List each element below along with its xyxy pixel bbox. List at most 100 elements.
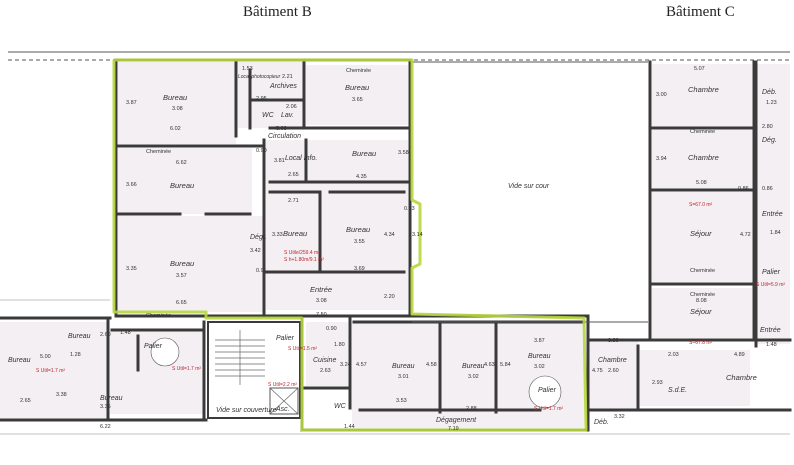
area-b-carrez: S h+1.80m/9.1 m² xyxy=(284,257,324,263)
num-bureau-left-b: 3.35 xyxy=(100,404,111,410)
area-c-sejour-1: S=67.0 m² xyxy=(689,202,713,208)
label-bureau-center-a: Bureau xyxy=(283,229,308,238)
bureau-top-left-area xyxy=(118,62,236,144)
dim: 4.63 xyxy=(484,362,495,368)
building-c-heading: Bâtiment C xyxy=(666,4,735,20)
label-local-info: Local Info. xyxy=(285,155,317,162)
dim: 3.32 xyxy=(614,414,625,420)
spiral-stair-bottom xyxy=(528,375,562,409)
dim: 7.19 xyxy=(448,426,459,432)
dim: 6.65 xyxy=(176,300,187,306)
label-wc-bottom: WC xyxy=(334,403,347,410)
label-entree-c2: Entrée xyxy=(760,327,781,334)
label-cheminee-6: Cheminée xyxy=(690,292,715,298)
dim: 2.88 xyxy=(466,406,477,412)
dim: 1.44 xyxy=(344,424,355,430)
label-bureau-bottom-3: Bureau xyxy=(528,353,551,360)
sejour-2-area xyxy=(652,288,752,338)
label-vide-sur-cour: Vide sur cour xyxy=(508,183,550,190)
dim: 1.80 xyxy=(334,342,345,348)
dim: 3.35 xyxy=(126,266,137,272)
dim: 2.21 xyxy=(282,74,293,80)
area-asc-util: S Util=2.2 m² xyxy=(268,382,297,388)
dim: 2.65 xyxy=(20,398,31,404)
area-left-util: S Util=1.7 m² xyxy=(36,368,65,374)
dim: 5.03 xyxy=(276,126,287,132)
label-cuisine: Cuisine xyxy=(313,357,336,364)
dim: 2.06 xyxy=(286,104,297,110)
dim: 5.84 xyxy=(500,362,511,368)
dim: 1.23 xyxy=(766,100,777,106)
label-bureau-left-bottom: Bureau xyxy=(170,259,195,268)
dim: 7.50 xyxy=(316,312,327,318)
dim: 2.60 xyxy=(100,332,111,338)
label-degagement: Dégagement xyxy=(436,417,477,424)
cuisine-area xyxy=(306,322,348,386)
label-cheminee-5: Cheminée xyxy=(690,268,715,274)
dim: 4.35 xyxy=(356,174,367,180)
label-cheminee-4: Cheminée xyxy=(690,129,715,135)
bureau-left-mid-area xyxy=(118,148,252,214)
label-palier-bottom: Palier xyxy=(538,387,557,394)
chambre-far-area xyxy=(640,350,750,406)
dim: 3.58 xyxy=(398,150,409,156)
bureau-far-left-area xyxy=(0,322,108,420)
dim: 3.30 xyxy=(608,338,619,344)
num-bureau-bottom-3: 3.02 xyxy=(534,364,545,370)
area-c-sejour-2: S=67.8 m² xyxy=(689,340,713,346)
chambre-1-area xyxy=(652,64,752,128)
dim: 3.81 xyxy=(274,158,285,164)
num-bureau-left-bottom: 3.57 xyxy=(176,273,187,279)
label-sejour-1: Séjour xyxy=(690,229,712,238)
dim: 5.07 xyxy=(694,66,705,72)
dim: 1.28 xyxy=(70,352,81,358)
dim: 0.91 xyxy=(256,268,267,274)
dim: 1.48 xyxy=(766,342,777,348)
label-deb-2: Dég. xyxy=(762,137,777,144)
label-sejour-2: Séjour xyxy=(690,307,712,316)
num-chambre-bottom: 2.60 xyxy=(608,368,619,374)
dim: 3.66 xyxy=(126,182,137,188)
area-stair-util: S Util=1.7 m² xyxy=(172,366,201,372)
selected-lot-outline xyxy=(112,58,588,432)
dim: 0.86 xyxy=(738,186,749,192)
sejour-1-area xyxy=(652,192,752,282)
area-b-util: S Utile/259.4 m² xyxy=(284,250,320,256)
dim: 1.48 xyxy=(120,330,131,336)
label-deb-bottom: Déb. xyxy=(594,419,609,426)
dim: 6.02 xyxy=(170,126,181,132)
label-bureau-left-mid: Bureau xyxy=(170,181,195,190)
label-degt: Dégt. xyxy=(250,234,267,241)
label-bureau-top-left: Bureau xyxy=(163,93,188,102)
num-cuisine: 2.63 xyxy=(320,368,331,374)
dim: 3.94 xyxy=(656,156,667,162)
dim: 3.14 xyxy=(412,232,423,238)
dim: 6.62 xyxy=(176,160,187,166)
center-block-area xyxy=(266,140,408,310)
label-palier-stair: Palier xyxy=(276,335,295,342)
dim: 2.95 xyxy=(256,96,267,102)
walls-left-building xyxy=(0,316,208,422)
dim: 4.34 xyxy=(384,232,395,238)
num-bureau-top-mid: 3.65 xyxy=(352,97,363,103)
dim: 6.22 xyxy=(100,424,111,430)
label-bureau-top-mid: Bureau xyxy=(345,83,370,92)
label-vide-sur-couverture: Vide sur couverture xyxy=(216,407,277,414)
label-bureau-far-left: Bureau xyxy=(8,357,31,364)
num-bureau-bottom-1: 3.01 xyxy=(398,374,409,380)
dim: 4.57 xyxy=(356,362,367,368)
num-bureau-bottom-2: 3.02 xyxy=(468,374,479,380)
label-sde: S.d.E. xyxy=(668,387,687,394)
dim: 4.89 xyxy=(734,352,745,358)
ground-hatch xyxy=(0,299,790,435)
dim: 4.58 xyxy=(426,362,437,368)
dim: 3.24 xyxy=(340,362,351,368)
chambre-2-area xyxy=(652,130,752,190)
dim: 3.38 xyxy=(56,392,67,398)
label-chambre-far: Chambre xyxy=(726,373,757,382)
dim: 2.20 xyxy=(384,294,395,300)
num-bureau-top-left: 3.08 xyxy=(172,106,183,112)
area-c-util: S Util=5.9 m² xyxy=(756,282,785,288)
label-local-photocopieur: Local photocopieur xyxy=(238,74,281,80)
